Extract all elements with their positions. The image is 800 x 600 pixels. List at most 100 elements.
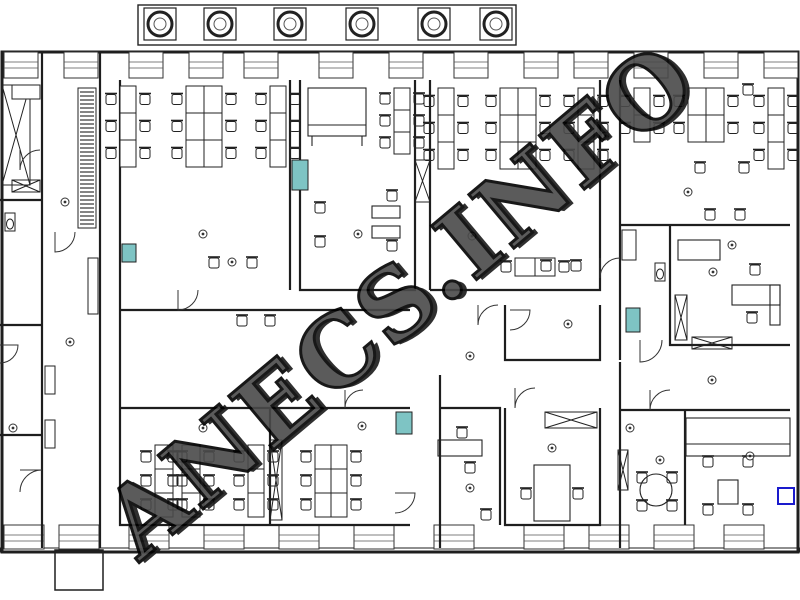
fixture-marker-dot <box>470 234 474 238</box>
desk <box>517 114 537 143</box>
teal-cabinets <box>121 159 641 435</box>
window-pane <box>454 61 488 69</box>
desk-chair-icon <box>596 94 610 108</box>
desk-chair-icon <box>104 119 118 133</box>
desk <box>203 139 223 168</box>
fixture-marker-dot <box>603 134 607 138</box>
window-pane <box>4 61 38 69</box>
desk-chair-icon <box>207 256 221 269</box>
desk <box>203 112 223 141</box>
desk-chair-icon <box>538 94 552 108</box>
storage-units <box>1 84 733 521</box>
desk-chair-icon <box>752 121 766 135</box>
window-pane <box>524 61 558 69</box>
desk <box>577 114 595 143</box>
column-base <box>203 7 237 41</box>
desk-chair-icon <box>571 487 585 500</box>
fixture-marker-dot <box>730 243 734 247</box>
desk-chair-icon <box>254 146 268 160</box>
window-pane <box>524 534 564 542</box>
meeting-furniture <box>307 87 791 522</box>
fixture-marker-dot <box>550 446 554 450</box>
desk-chair-icon <box>557 260 571 273</box>
window <box>203 524 245 550</box>
desk <box>687 114 707 143</box>
window <box>573 51 609 79</box>
desk-chair-icon <box>596 121 610 135</box>
desk-chair-icon <box>484 94 498 108</box>
desk-chair-icon <box>741 503 755 516</box>
fixture-marker-dot <box>201 426 205 430</box>
column-core <box>427 17 441 31</box>
desk <box>393 87 411 111</box>
window <box>63 51 99 79</box>
desk <box>330 492 348 518</box>
window-pane <box>244 61 278 69</box>
desk-chair-icon <box>232 450 246 463</box>
window-pane <box>204 534 244 542</box>
window-pane <box>589 534 629 542</box>
window <box>188 51 224 79</box>
desk <box>203 85 223 114</box>
desk <box>247 468 265 494</box>
desk <box>633 87 651 116</box>
column-base <box>345 7 379 41</box>
desk-chair-icon <box>202 474 216 487</box>
radiator-strip <box>77 87 97 229</box>
desk-chair-icon <box>104 146 118 160</box>
desk-chair-icon <box>378 92 392 105</box>
desk-chair-icon <box>701 455 715 468</box>
desk-chair-icon <box>138 92 152 106</box>
column-base <box>273 7 307 41</box>
desk-chair-icon <box>484 148 498 162</box>
window <box>453 51 489 79</box>
window <box>3 51 39 79</box>
column-base <box>417 7 451 41</box>
desk <box>577 141 595 170</box>
desk <box>534 257 556 277</box>
desk-chair-icon <box>224 92 238 106</box>
desk <box>181 492 201 518</box>
fixture-marker-dot <box>230 260 234 264</box>
desk-chair-icon <box>748 263 762 276</box>
desk-chair-icon <box>224 119 238 133</box>
desk-chair-icon <box>693 161 707 174</box>
column-icon <box>420 10 448 38</box>
desk-chair-icon <box>254 119 268 133</box>
window-pane <box>59 534 99 542</box>
desk <box>154 468 174 494</box>
desk-chair-icon <box>652 94 666 108</box>
desk-chair-icon <box>665 499 679 512</box>
window <box>588 524 630 550</box>
desk-chair-icon <box>104 92 118 106</box>
desk-chair-icon <box>562 94 576 108</box>
desk <box>687 87 707 116</box>
desk <box>247 492 265 518</box>
window <box>278 524 320 550</box>
window <box>318 51 354 79</box>
window <box>243 51 279 79</box>
column-icon <box>482 10 510 38</box>
desk <box>330 468 348 494</box>
desk-chair-icon <box>349 474 363 487</box>
desk <box>767 141 785 170</box>
desk-chair-icon <box>484 121 498 135</box>
column-icon <box>276 10 304 38</box>
desk-chair-icon <box>562 121 576 135</box>
desk <box>767 87 785 116</box>
desk-chair-icon <box>224 146 238 160</box>
window-pane <box>724 534 764 542</box>
column-base <box>479 7 513 41</box>
desk-chair-icon <box>726 121 740 135</box>
desk-chair-icon <box>745 311 759 324</box>
desk <box>437 141 455 170</box>
desk-chair-icon <box>703 208 717 221</box>
window <box>723 524 765 550</box>
desk <box>577 87 595 116</box>
column-icon <box>348 10 376 38</box>
desk <box>705 87 725 116</box>
desk-chair-icon <box>456 148 470 162</box>
desk <box>514 257 536 277</box>
desk-chair-icon <box>313 235 327 248</box>
